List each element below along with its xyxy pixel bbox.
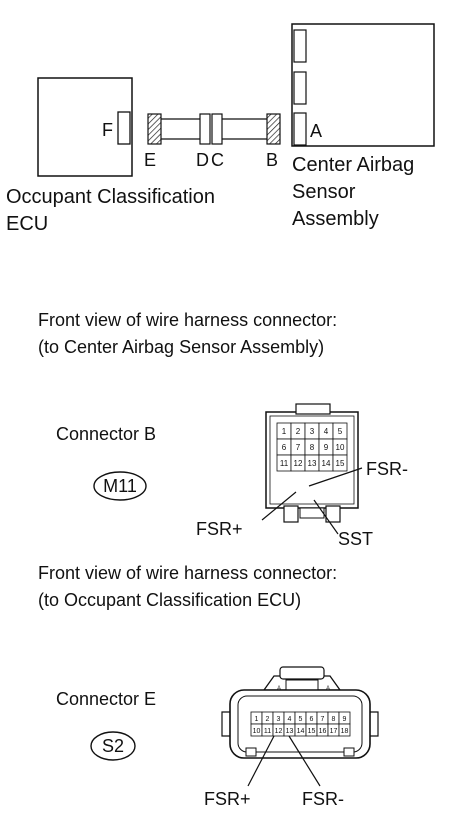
pin-number: 8 bbox=[310, 443, 315, 452]
pin-number: 10 bbox=[253, 728, 261, 735]
callout-line-sst-b bbox=[313, 499, 339, 535]
pin-number: 15 bbox=[308, 728, 316, 735]
pin-number: 13 bbox=[308, 459, 317, 468]
pin-number: 1 bbox=[282, 427, 287, 436]
sensor-connector-2 bbox=[293, 71, 307, 105]
pin-number: 13 bbox=[286, 728, 294, 735]
pin-number: 6 bbox=[282, 443, 287, 452]
pin-number: 4 bbox=[324, 427, 329, 436]
pin-number: 14 bbox=[297, 728, 305, 735]
sensor-connector-1 bbox=[293, 29, 307, 63]
callout-line-fsr-minus-b bbox=[308, 467, 363, 487]
pin-number: 2 bbox=[296, 427, 301, 436]
center-airbag-sensor-assembly-box bbox=[291, 23, 435, 147]
pin-number: 17 bbox=[330, 728, 338, 735]
connector-e-heading-line2: (to Occupant Classification ECU) bbox=[38, 590, 301, 610]
pin-number: 9 bbox=[324, 443, 329, 452]
wire-harness bbox=[147, 113, 281, 145]
label-b: B bbox=[266, 150, 278, 170]
connector-e-label: Connector E bbox=[56, 689, 156, 709]
ecu-label-line1: Occupant Classification bbox=[6, 186, 215, 208]
connector-d-block bbox=[199, 113, 211, 145]
connector-e-section: Front view of wire harness connector: (t… bbox=[38, 563, 379, 809]
label-e: E bbox=[144, 150, 156, 170]
lock-mark-right: A bbox=[326, 686, 330, 692]
pin-number: 7 bbox=[296, 443, 301, 452]
ecu-label-line2: ECU bbox=[6, 213, 48, 235]
lock-mark-left: A bbox=[277, 686, 281, 692]
pin-number: 3 bbox=[277, 716, 281, 723]
pin-number: 4 bbox=[288, 716, 292, 723]
pin-number: 18 bbox=[341, 728, 349, 735]
connector-b-code-oval bbox=[93, 471, 147, 501]
pin-number: 7 bbox=[321, 716, 325, 723]
pin-number: 14 bbox=[322, 459, 331, 468]
system-overview: F E D C B A Occupant Classification ECU … bbox=[6, 23, 435, 235]
pin-cavity bbox=[332, 454, 348, 472]
label-c: C bbox=[211, 150, 224, 170]
label-f: F bbox=[102, 120, 113, 140]
pin-number: 10 bbox=[336, 443, 345, 452]
pin-number: 1 bbox=[255, 716, 259, 723]
pin-number: 9 bbox=[343, 716, 347, 723]
occupant-classification-ecu-box bbox=[37, 77, 133, 177]
callout-line-fsr-plus-b bbox=[261, 491, 297, 521]
ecu-connector-f bbox=[117, 111, 131, 145]
callout-fsr-minus-e: FSR- bbox=[302, 789, 344, 809]
connector-b-label: Connector B bbox=[56, 424, 156, 444]
connector-b-hatched bbox=[266, 113, 281, 145]
connector-b-section: Front view of wire harness connector: (t… bbox=[38, 310, 408, 549]
connector-b-code: M11 bbox=[103, 476, 137, 496]
connector-b-heading-line1: Front view of wire harness connector: bbox=[38, 310, 337, 330]
connector-e-hatched bbox=[147, 113, 162, 145]
pin-number: 3 bbox=[310, 427, 315, 436]
callout-fsr-plus-e: FSR+ bbox=[204, 789, 251, 809]
pin-number: 12 bbox=[275, 728, 283, 735]
callout-fsr-plus-b: FSR+ bbox=[196, 519, 243, 539]
pin-number: 11 bbox=[264, 728, 271, 735]
pin-number: 12 bbox=[294, 459, 303, 468]
sensor-label-line1: Center Airbag bbox=[292, 154, 414, 176]
pin-number: 5 bbox=[299, 716, 303, 723]
callout-line-fsr-minus-e bbox=[288, 735, 321, 787]
sensor-connector-a bbox=[293, 112, 307, 146]
connector-c-block bbox=[211, 113, 223, 145]
pin-number: 11 bbox=[280, 459, 289, 468]
pin-number: 8 bbox=[332, 716, 336, 723]
pin-number: 16 bbox=[319, 728, 327, 735]
callout-fsr-minus-b: FSR- bbox=[366, 459, 408, 479]
pin-number: 15 bbox=[336, 459, 345, 468]
callout-sst-b: SST bbox=[338, 529, 373, 549]
sensor-label-line3: Assembly bbox=[292, 208, 379, 230]
connector-b-heading-line2: (to Center Airbag Sensor Assembly) bbox=[38, 337, 324, 357]
connector-e-heading-line1: Front view of wire harness connector: bbox=[38, 563, 337, 583]
pin-cavity bbox=[338, 723, 351, 737]
label-a: A bbox=[310, 121, 322, 141]
connector-e-code: S2 bbox=[102, 736, 124, 756]
label-d: D bbox=[196, 150, 209, 170]
connector-e-code-oval bbox=[90, 731, 136, 761]
sensor-label-line2: Sensor bbox=[292, 181, 356, 203]
pin-number: 5 bbox=[338, 427, 343, 436]
pin-number: 2 bbox=[266, 716, 270, 723]
callout-line-fsr-plus-e bbox=[247, 735, 275, 787]
pin-number: 6 bbox=[310, 716, 314, 723]
